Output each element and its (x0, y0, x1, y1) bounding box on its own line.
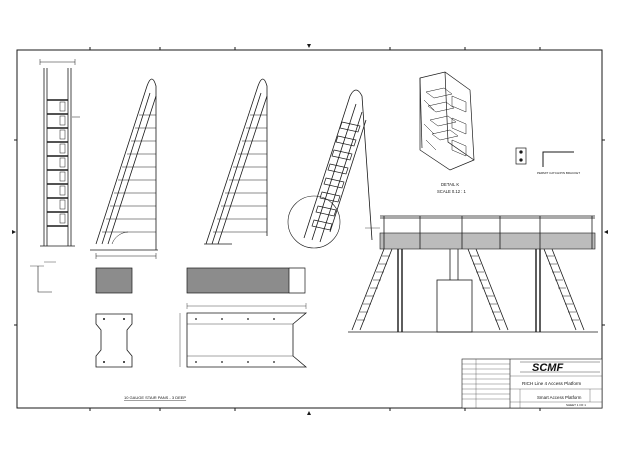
stair-side-view (90, 78, 158, 259)
stair-pan-plate-small (95, 267, 133, 294)
stair-elevation-view (204, 78, 268, 245)
bracket-label: PERMIT CATCH/PIN BRACKET (537, 171, 580, 175)
centering-marks (12, 44, 608, 415)
plate-section-dimension (30, 261, 56, 293)
title-block (461, 358, 603, 409)
detail-k-view (419, 71, 475, 171)
platform-assembly-view (348, 215, 598, 333)
stair-front-view (39, 59, 80, 247)
stair-pan-caption: 10 GAUGE STAIR PANS - 3 DEEP (124, 395, 186, 400)
stair-pan-flat-pattern-long (179, 303, 308, 368)
detail-label: DETAIL K (441, 182, 459, 187)
bracket-detail (515, 147, 574, 167)
stair-pan-plate-long (186, 267, 306, 294)
project-title: RICH Line 4 Access Platform (522, 381, 581, 386)
sheet-number: SHEET 1 OF 1 (566, 403, 586, 407)
drawing-frame (14, 47, 605, 411)
stair-isometric-view (287, 89, 373, 249)
company-logo: SCMF (532, 362, 563, 374)
stair-pan-flat-pattern-small (95, 313, 133, 368)
detail-scale: SCALE 0.12 : 1 (437, 189, 467, 194)
drawing-title: Smart Access Platform (537, 395, 582, 400)
